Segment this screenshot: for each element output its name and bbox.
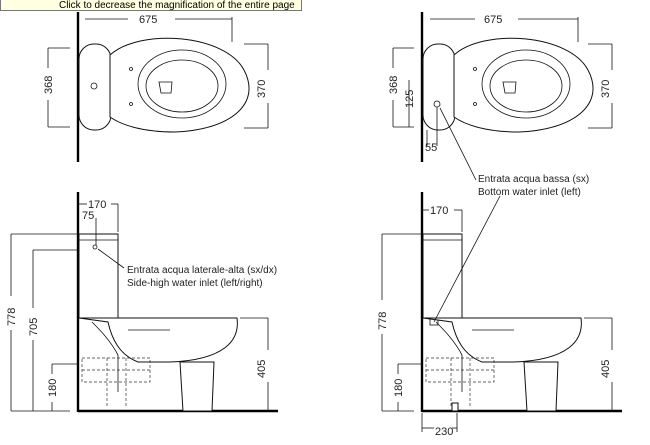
dim-778: 778	[6, 308, 18, 326]
waste-pipe-hidden	[81, 357, 151, 383]
dim-125: 125	[404, 90, 416, 108]
side-view-right: 170 778 180 405 230 Entrata acqua bassa …	[377, 174, 622, 438]
dim-370: 370	[256, 80, 268, 98]
inlet-stub	[451, 402, 459, 412]
dim-230: 230	[435, 426, 453, 438]
hinge-dot	[129, 67, 133, 71]
dim-170: 170	[430, 205, 448, 217]
leader-line	[97, 248, 125, 269]
dim-368: 368	[388, 76, 400, 94]
waste-pipe-hidden	[425, 357, 495, 383]
bowl-body	[78, 317, 238, 363]
cistern-outline	[422, 43, 456, 131]
dim-180: 180	[393, 379, 405, 397]
inlet-label-it: Entrata acqua laterale-alta (sx/dx)	[127, 265, 277, 276]
drain-shape	[502, 81, 517, 94]
seat-outline	[453, 37, 594, 133]
bowl-body	[422, 317, 582, 363]
trap-line	[435, 321, 463, 392]
dim-180: 180	[47, 379, 59, 397]
dim-55: 55	[425, 142, 437, 154]
cistern-hole	[90, 82, 98, 90]
hinge-dot	[473, 67, 477, 71]
bowl-inner	[145, 59, 219, 113]
dim-705: 705	[28, 318, 40, 336]
hinge-dot	[129, 102, 133, 106]
side-view-left: 170 75 778 705 180 405 Entrata acqua lat…	[6, 192, 278, 413]
pedestal	[523, 361, 559, 412]
dim-778: 778	[377, 312, 389, 330]
bowl-inner	[489, 59, 563, 113]
dim-405: 405	[256, 360, 268, 378]
dim-675: 675	[139, 14, 157, 26]
inlet-label-en: Side-high water inlet (left/right)	[127, 278, 263, 289]
trap-line	[91, 321, 119, 392]
leader-line	[433, 195, 501, 323]
cistern-outline	[78, 43, 112, 131]
dim-75: 75	[82, 210, 94, 222]
bowl-rim	[481, 49, 571, 119]
leader-line	[439, 107, 477, 181]
zoom-tooltip: Click to decrease the magnification of t…	[0, 0, 302, 11]
side-inlet-point	[92, 244, 98, 250]
tank-body	[422, 233, 463, 319]
dim-370: 370	[600, 80, 612, 98]
seat-outline	[109, 37, 250, 133]
dim-675: 675	[484, 14, 502, 26]
dim-368: 368	[43, 76, 55, 94]
inlet-label-it: Entrata acqua bassa (sx)	[478, 174, 589, 185]
dim-405: 405	[600, 360, 612, 378]
inlet-label-en: Bottom water inlet (left)	[478, 187, 581, 198]
hinge-dot	[473, 102, 477, 106]
plan-view-left: 675 368 370	[43, 12, 269, 162]
dim-170: 170	[88, 199, 106, 211]
plan-view-right: 675 368 125 55 370	[388, 12, 613, 181]
pedestal	[179, 361, 215, 412]
drain-shape	[158, 81, 173, 94]
tank-body	[78, 233, 119, 319]
bowl-rim	[137, 49, 227, 119]
